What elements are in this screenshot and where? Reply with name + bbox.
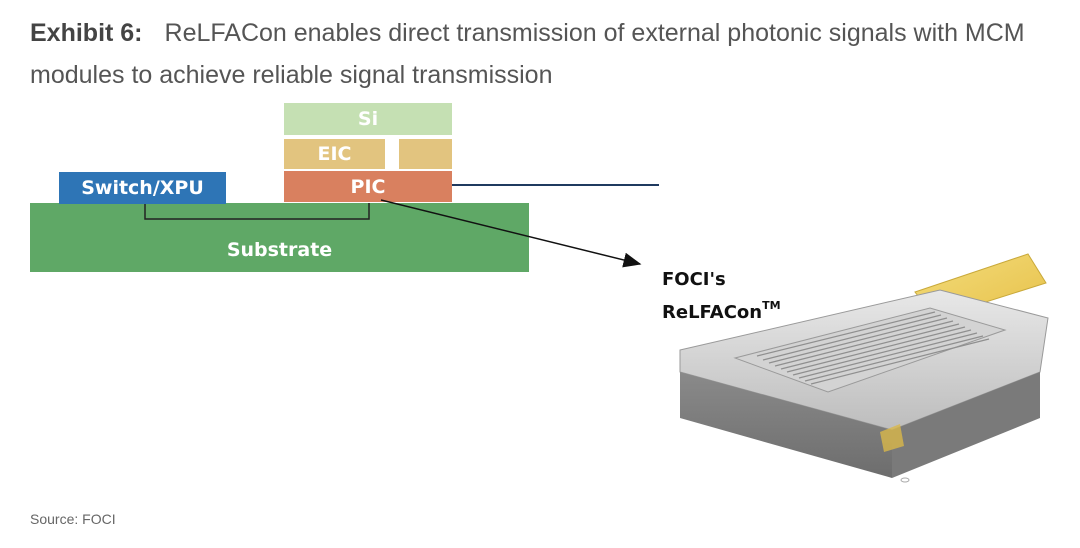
si-block: Si bbox=[284, 103, 452, 135]
eic-block-secondary bbox=[399, 139, 452, 169]
exhibit-label: Exhibit 6: bbox=[30, 19, 143, 47]
pic-label: PIC bbox=[350, 175, 386, 198]
relfacon-callout-label: FOCI's ReLFAConTM bbox=[662, 266, 781, 327]
eic-block: EIC bbox=[284, 139, 385, 169]
substrate-label: Substrate bbox=[226, 238, 333, 261]
si-label: Si bbox=[357, 108, 379, 130]
substrate-block: Substrate bbox=[30, 203, 529, 272]
callout-arrow bbox=[380, 199, 642, 268]
exhibit-title: Exhibit 6:ReLFACon enables direct transm… bbox=[30, 12, 1060, 96]
interconnect-bracket bbox=[144, 203, 370, 220]
pic-block: PIC bbox=[284, 171, 452, 202]
relfacon-module-illustration bbox=[679, 253, 1049, 483]
switch-xpu-block: Switch/XPU bbox=[59, 172, 226, 204]
switch-xpu-label: Switch/XPU bbox=[81, 177, 204, 199]
trademark-mark: TM bbox=[762, 299, 781, 312]
callout-product-name: ReLFACon bbox=[662, 302, 763, 323]
callout-line-2: ReLFAConTM bbox=[662, 294, 781, 327]
exhibit-caption: ReLFACon enables direct transmission of … bbox=[30, 19, 1025, 89]
callout-line-1: FOCI's bbox=[662, 269, 726, 290]
source-note: Source: FOCI bbox=[30, 511, 116, 527]
eic-label: EIC bbox=[317, 143, 352, 165]
